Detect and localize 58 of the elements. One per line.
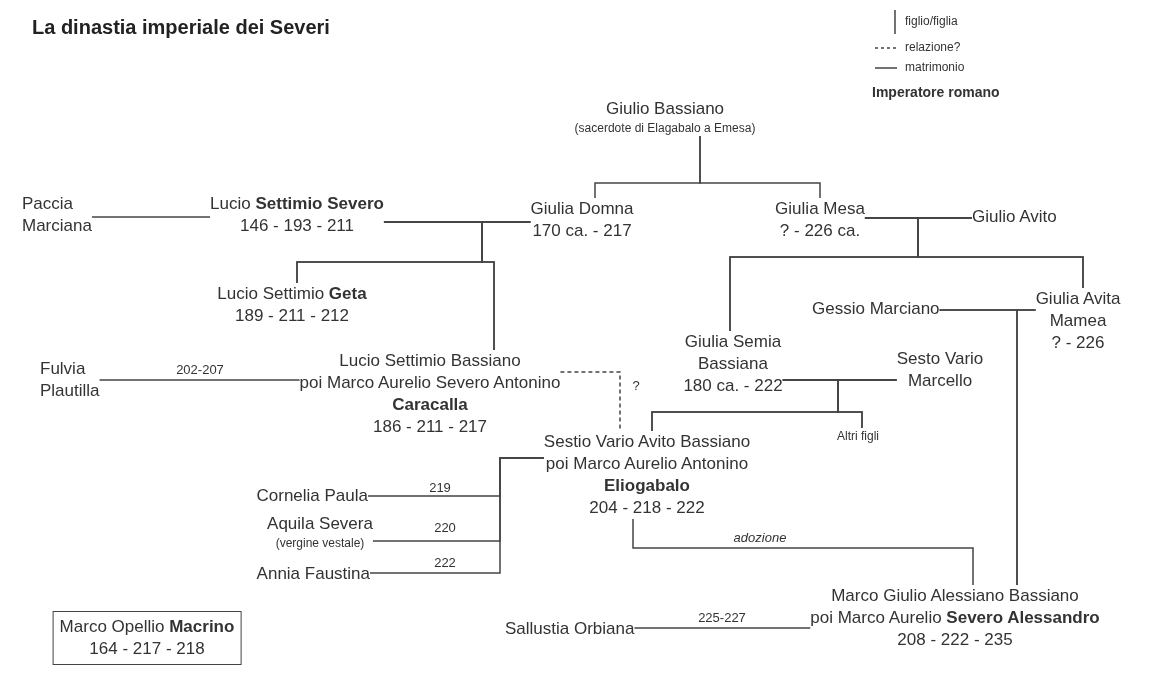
legend-text: matrimonio — [905, 60, 965, 74]
detail-text: (vergine vestale) — [274, 535, 366, 551]
name-label: Lucio Settimio Bassiano poi Marco Aurelio Severo Antonino — [299, 350, 561, 394]
edge-label: 220 — [432, 521, 458, 535]
detail-text: Eliogabalo — [603, 475, 691, 497]
name-label: Lucio Settimio Severo — [210, 193, 384, 215]
edge-label: 219 — [427, 481, 453, 495]
connector-line — [98, 379, 301, 381]
name-label: Giulia Domna — [530, 198, 634, 220]
name-label: Marco Giulio Alessiano Bassiano poi Marco Aurelio Severo Alessandro — [810, 585, 1100, 629]
connector-line — [91, 216, 211, 218]
connector-line — [481, 221, 532, 351]
name-label: Sesto Vario Marcello — [896, 348, 984, 392]
connector-line — [917, 217, 1084, 289]
legend-text: figlio/figlia — [905, 14, 958, 28]
name-label: Giulio Bassiano — [604, 98, 726, 120]
detail-text: 208 - 222 - 235 — [896, 629, 1014, 651]
name-label: Cornelia Paula — [256, 485, 368, 507]
detail-text: ? - 226 — [1050, 332, 1106, 354]
name-label: Paccia Marciana — [22, 193, 92, 237]
name-label: Giulia Mesa — [775, 198, 865, 220]
name-label: Giulio Avito — [972, 206, 1057, 228]
detail-text: 180 ca. - 222 — [683, 375, 783, 397]
detail-text: 204 - 218 - 222 — [588, 497, 706, 519]
detail-text: 186 - 211 - 217 — [372, 416, 488, 438]
detail-text: (sacerdote di Elagabalo a Emesa) — [574, 120, 756, 136]
name-label: Altri figli — [837, 428, 879, 444]
diagram-title: La dinastia imperiale dei Severi — [32, 16, 330, 39]
edge-label: ? — [630, 379, 642, 393]
name-label: Giulia Avita Mamea — [1035, 288, 1121, 332]
name-label: Gessio Marciano — [812, 298, 940, 320]
detail-text: 146 - 193 - 211 — [238, 215, 355, 237]
name-label: Marco Opellio Macrino — [59, 616, 235, 638]
detail-text: 164 - 217 - 218 — [88, 638, 206, 660]
connector-line — [632, 518, 974, 586]
name-label: Giulia Semia Bassiana — [683, 331, 783, 375]
connector-line — [1016, 309, 1037, 586]
edge-label: adozione — [731, 531, 789, 545]
edge-label: 222 — [432, 556, 458, 570]
detail-text: 189 - 211 - 212 — [234, 305, 350, 327]
detail-text: 170 ca. - 217 — [531, 220, 633, 242]
connector-line — [699, 135, 821, 199]
name-label: Sallustia Orbiana — [505, 618, 635, 640]
connector-line — [837, 379, 898, 429]
info-box — [52, 611, 242, 665]
legend-text: relazione? — [905, 40, 961, 54]
connector-line — [633, 627, 811, 629]
name-label: Annia Faustina — [256, 563, 370, 585]
legend-text: Imperatore romano — [872, 84, 1000, 100]
name-label: Fulvia Plautilla — [40, 358, 100, 402]
edge-label: 225-227 — [696, 611, 748, 625]
edge-label: 202-207 — [174, 363, 226, 377]
name-label: Sestio Vario Avito Bassiano poi Marco Aurelio Antonino — [543, 431, 751, 475]
detail-text: ? - 226 ca. — [778, 220, 862, 242]
name-label: Lucio Settimio Geta — [217, 283, 367, 305]
detail-text: Caracalla — [391, 394, 469, 416]
connector-line — [369, 457, 545, 574]
name-label: Aquila Severa — [267, 513, 373, 535]
